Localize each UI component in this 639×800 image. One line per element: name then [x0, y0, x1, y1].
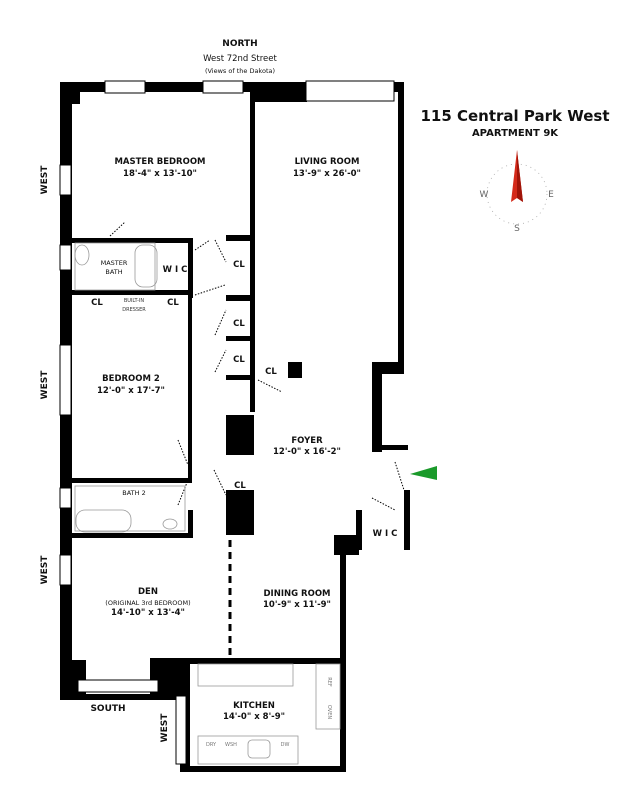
oven-label: OVEN	[326, 705, 332, 719]
west-label-4: WEST	[160, 713, 170, 743]
south-label: SOUTH	[90, 704, 125, 714]
refrigerator-label: REF	[326, 677, 332, 687]
kitchen-label: KITCHEN	[233, 701, 275, 711]
entry-arrow-icon	[410, 466, 437, 480]
windows	[59, 80, 395, 765]
living-room-dims: 13'-9" x 26'-0"	[293, 169, 361, 179]
dining-room-dims: 10'-9" x 11'-9"	[263, 600, 331, 610]
den-dims: 14'-10" x 13'-4"	[111, 608, 185, 618]
views-note: (Views of the Dakota)	[205, 67, 275, 75]
master-bedroom-label: MASTER BEDROOM	[114, 157, 205, 167]
walls	[60, 82, 410, 772]
apartment-label: APARTMENT 9K	[472, 128, 559, 139]
compass-e: E	[548, 190, 554, 200]
closet-label-5: CL	[233, 355, 245, 365]
wic-label-1: W I C	[163, 265, 188, 275]
west-label-1: WEST	[40, 165, 50, 195]
dishwasher-label: DW	[281, 742, 290, 748]
doors	[109, 221, 405, 511]
builtin-label-2: DRESSER	[122, 307, 146, 313]
builtin-label-1: BUILT-IN	[124, 298, 145, 304]
dining-room-label: DINING ROOM	[264, 589, 331, 599]
dryer-label: DRY	[206, 742, 217, 748]
kitchen-dims: 14'-0" x 8'-9"	[223, 712, 285, 722]
washer-label: WSH	[225, 742, 237, 748]
living-room-label: LIVING ROOM	[295, 157, 360, 167]
north-label: NORTH	[222, 39, 257, 49]
street-label: West 72nd Street	[203, 54, 277, 64]
closet-label-1: CL	[233, 260, 245, 270]
closet-label-4: CL	[233, 319, 245, 329]
compass-w: W	[480, 190, 489, 200]
closet-label-6: CL	[265, 367, 277, 377]
bedroom2-dims: 12'-0" x 17'-7"	[97, 386, 165, 396]
den-label: DEN	[138, 587, 158, 597]
fixtures	[74, 242, 341, 765]
wic-label-2: W I C	[373, 529, 398, 539]
west-label-3: WEST	[40, 555, 50, 585]
foyer-label: FOYER	[291, 436, 323, 446]
closet-label-7: CL	[234, 481, 246, 491]
compass-icon: W E S	[480, 150, 554, 234]
closet-label-2: CL	[91, 298, 103, 308]
address-title: 115 Central Park West	[420, 107, 609, 125]
master-bath-label-1: MASTER	[101, 259, 128, 267]
master-bedroom-dims: 18'-4" x 13'-10"	[123, 169, 197, 179]
foyer-dims: 12'-0" x 16'-2"	[273, 447, 341, 457]
master-bath-label-2: BATH	[105, 268, 122, 276]
closet-label-3: CL	[167, 298, 179, 308]
den-note: (ORIGINAL 3rd BEDROOM)	[105, 599, 190, 607]
compass-s: S	[514, 224, 520, 234]
west-label-2: WEST	[40, 370, 50, 400]
bedroom2-label: BEDROOM 2	[102, 374, 160, 384]
bath2-label: BATH 2	[122, 489, 145, 497]
